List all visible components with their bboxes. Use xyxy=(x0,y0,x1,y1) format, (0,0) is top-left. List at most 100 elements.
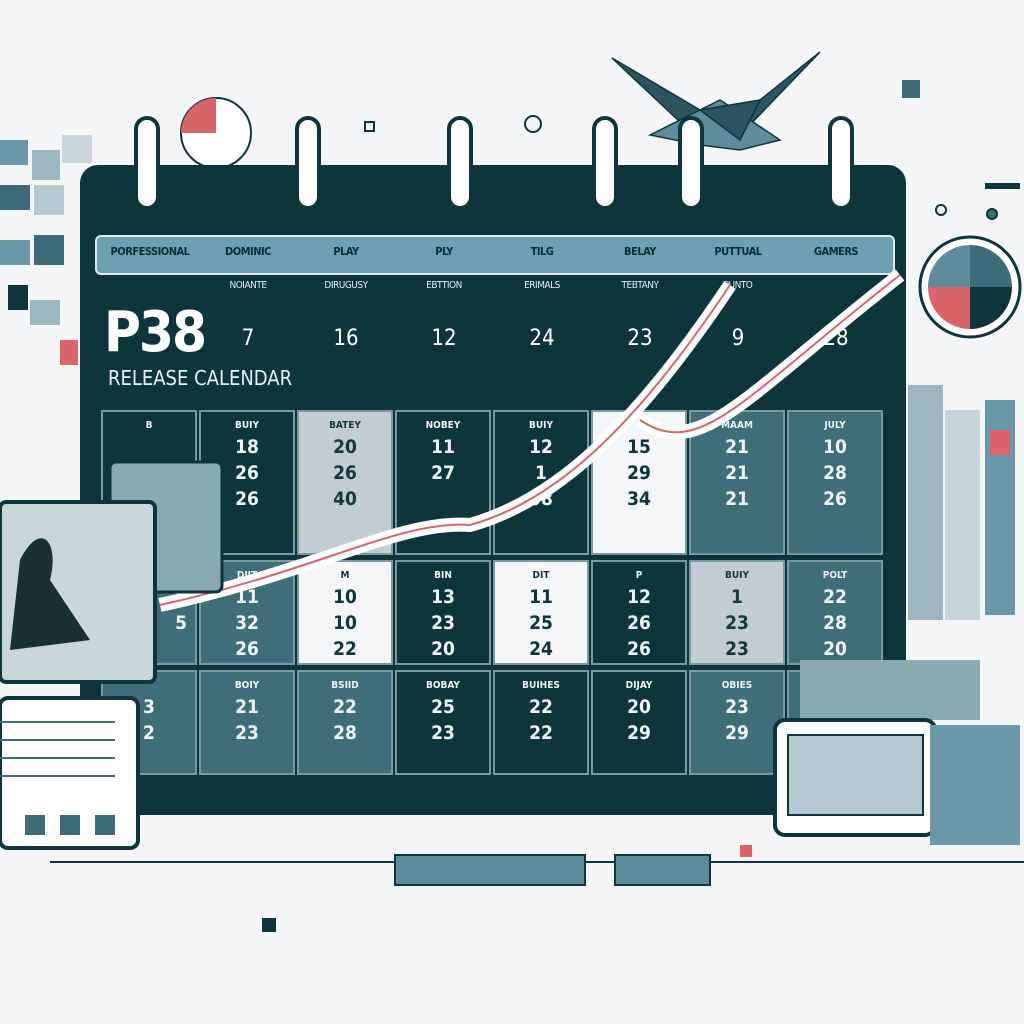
cell-date: 23 xyxy=(725,638,749,660)
calendar-big-label: P38 xyxy=(104,300,207,365)
cell-date: 10 xyxy=(823,436,847,458)
cell-date: 28 xyxy=(333,722,357,744)
calendar-cell[interactable]: BATEY 20 26 40 xyxy=(297,410,393,555)
cell-label: BOBAY xyxy=(426,680,460,691)
cell-date: 21 xyxy=(725,436,749,458)
cell-date: 18 xyxy=(235,436,259,458)
cell-date: 23 xyxy=(235,722,259,744)
header-label: GAMERS xyxy=(813,245,859,258)
cell-label: BUIY xyxy=(528,420,554,431)
cell-date: 28 xyxy=(823,612,847,634)
cell-date: 26 xyxy=(823,488,847,510)
cell-date: 2 xyxy=(143,722,155,744)
cell-date: 29 xyxy=(627,722,651,744)
cell-date: 22 xyxy=(333,696,357,718)
cell-label: BIN xyxy=(434,570,452,581)
cell-date: 1 xyxy=(535,462,547,484)
calendar-cell[interactable]: BOBAY 25 23 xyxy=(395,670,491,775)
cell-date: 23 xyxy=(431,722,455,744)
cell-date: 10 xyxy=(333,612,357,634)
calendar-cell[interactable]: BSIID 22 28 xyxy=(297,670,393,775)
calendar-cell[interactable]: BIN 13 23 20 xyxy=(395,560,491,665)
sub-label: DIRUGUSY xyxy=(324,280,368,291)
cell-date: 29 xyxy=(725,722,749,744)
top-number: 9 xyxy=(731,326,745,351)
cell-label: OBIES xyxy=(721,680,753,691)
calendar-title: RELEASE CALENDAR xyxy=(108,366,293,390)
cell-date: 22 xyxy=(529,696,553,718)
cell-date: 25 xyxy=(431,696,455,718)
top-number: 16 xyxy=(333,326,359,351)
header-label: BELAY xyxy=(624,245,656,258)
cell-label: P xyxy=(635,570,643,581)
cell-label: BSIID xyxy=(331,680,359,691)
cell-label: NOBEY xyxy=(425,420,461,431)
cell-date: 29 xyxy=(627,462,651,484)
cell-date: 21 xyxy=(235,696,259,718)
cell-label: BUIY xyxy=(234,420,260,431)
cell-label: DIJAY xyxy=(625,680,653,691)
cell-date: 12 xyxy=(529,436,553,458)
cell-date: 32 xyxy=(235,612,259,634)
cell-date: 13 xyxy=(431,586,455,608)
cell-date: 11 xyxy=(529,586,553,608)
header-label: PUTTUAL xyxy=(714,245,762,258)
cell-date: 11 xyxy=(431,436,455,458)
calendar-cell[interactable]: BUIHES 22 22 xyxy=(493,670,589,775)
calendar-header-bar xyxy=(95,235,895,275)
cell-label: B xyxy=(145,420,153,431)
calendar-cell[interactable]: DIJAY 20 29 xyxy=(591,670,687,775)
cell-date: 21 xyxy=(725,462,749,484)
sub-label: EBTTION xyxy=(426,280,462,291)
cell-date: 23 xyxy=(431,612,455,634)
cell-date: 26 xyxy=(333,462,357,484)
cell-date: 5 xyxy=(175,612,187,634)
header-label: TILG xyxy=(530,245,554,258)
cell-label: BOIY xyxy=(234,680,260,691)
cell-date: 20 xyxy=(333,436,357,458)
header-label: PLAY xyxy=(333,245,359,258)
cell-date: 22 xyxy=(823,586,847,608)
cell-date: 20 xyxy=(823,638,847,660)
cell-date: 20 xyxy=(431,638,455,660)
top-number: 12 xyxy=(431,326,457,351)
cell-date: 23 xyxy=(725,612,749,634)
header-label: PORFESSIONAL xyxy=(110,245,190,258)
cell-date: 26 xyxy=(235,462,259,484)
cell-date: 26 xyxy=(627,638,651,660)
cell-date: 24 xyxy=(529,638,553,660)
cell-label: BUIY xyxy=(724,570,750,581)
cell-date: 26 xyxy=(235,488,259,510)
cell-date: 3 xyxy=(143,696,155,718)
sub-label: NOIANTE xyxy=(229,280,267,291)
cell-date: 40 xyxy=(333,488,357,510)
cell-date: 28 xyxy=(823,462,847,484)
cell-date: 20 xyxy=(627,696,651,718)
sub-label: TEBTANY xyxy=(621,280,659,291)
cell-label: BATEY xyxy=(329,420,361,431)
cell-date: 26 xyxy=(235,638,259,660)
cell-date: 22 xyxy=(333,638,357,660)
cell-label: BUIHES xyxy=(522,680,560,691)
cell-date: 21 xyxy=(725,488,749,510)
top-number: 24 xyxy=(529,326,555,351)
calendar-cell[interactable]: JULY 10 28 26 xyxy=(787,410,883,555)
cell-date: 10 xyxy=(333,586,357,608)
cell-date: 15 xyxy=(627,436,651,458)
calendar-cell[interactable]: BOIY 21 23 xyxy=(199,670,295,775)
cell-date: 22 xyxy=(529,722,553,744)
cell-label: POLT xyxy=(822,570,848,581)
pie-chart-icon-right xyxy=(918,235,1022,339)
top-number: 7 xyxy=(241,326,255,351)
header-label: PLY xyxy=(435,245,453,258)
calendar-cell[interactable]: POLT 22 28 20 xyxy=(787,560,883,665)
cell-label: JULY xyxy=(824,420,846,431)
